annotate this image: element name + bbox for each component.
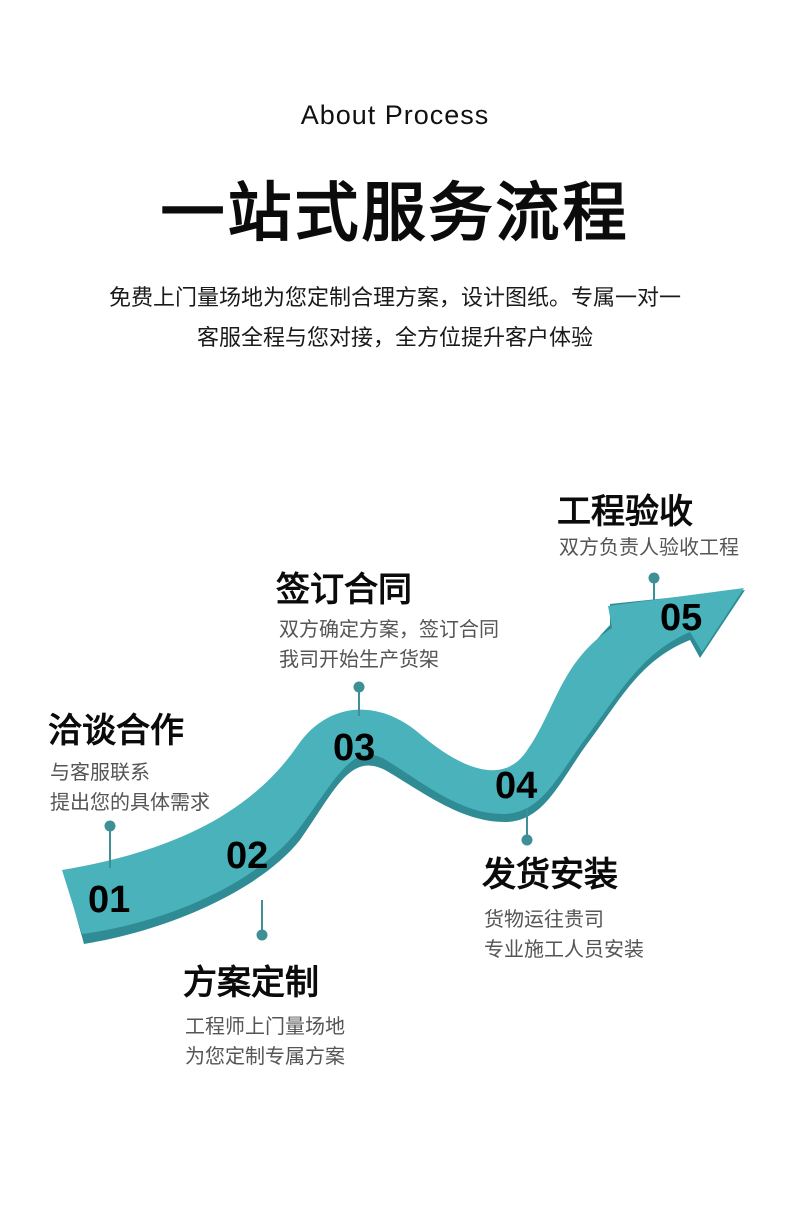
step-03-desc-line-1: 双方确定方案，签订合同 — [279, 617, 499, 641]
section-title: 一站式服务流程 — [160, 177, 630, 251]
connector-dot-02 — [256, 929, 268, 941]
arrow-ribbon — [62, 588, 744, 934]
step-number-03: 03 — [333, 727, 375, 769]
step-01-desc-line-1: 与客服联系 — [50, 760, 150, 784]
step-number-04: 04 — [495, 765, 537, 807]
step-number-05: 05 — [660, 597, 702, 639]
step-03-desc-line-2: 我司开始生产货架 — [279, 647, 439, 671]
connector-dot-03 — [353, 681, 365, 693]
step-01-title: 洽谈合作 — [48, 711, 184, 751]
step-02-title: 方案定制 — [183, 963, 319, 1003]
step-05-title: 工程验收 — [557, 492, 693, 532]
step-04-desc-line-1: 货物运往贵司 — [484, 907, 604, 931]
connector-dot-04 — [521, 834, 533, 846]
step-01-desc-line-2: 提出您的具体需求 — [50, 790, 210, 814]
connector-dot-01 — [104, 820, 116, 832]
step-03-title: 签订合同 — [276, 570, 412, 610]
step-04-desc-line-2: 专业施工人员安装 — [484, 937, 644, 961]
step-number-01: 01 — [88, 879, 130, 921]
step-number-02: 02 — [226, 835, 268, 877]
step-04-title: 发货安装 — [482, 855, 618, 895]
step-05-desc-line-1: 双方负责人验收工程 — [559, 535, 739, 559]
step-connectors — [104, 572, 660, 941]
connector-dot-05 — [648, 572, 660, 584]
step-02-desc-line-1: 工程师上门量场地 — [185, 1014, 345, 1038]
intro-text-line-1: 免费上门量场地为您定制合理方案，设计图纸。专属一对一 — [108, 286, 681, 311]
section-subtitle-en: About Process — [300, 100, 490, 130]
intro-text-line-2: 客服全程与您对接，全方位提升客户体验 — [196, 326, 593, 351]
step-02-desc-line-2: 为您定制专属方案 — [185, 1044, 345, 1068]
